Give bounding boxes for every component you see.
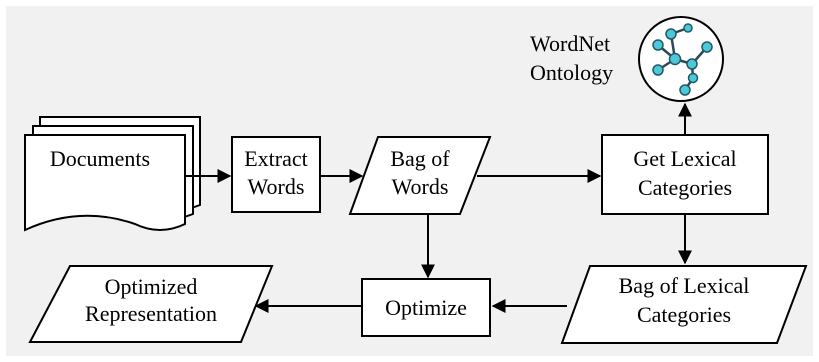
- bag-of-words-label-line-1: Bag of: [390, 146, 450, 171]
- get-lexical-categories-node: Get Lexical Categories: [601, 134, 769, 215]
- get-lexical-categories-label-line-1: Get Lexical: [633, 146, 736, 171]
- optimized-representation-shape: [28, 265, 274, 343]
- bag-of-words-label-line-2: Words: [392, 174, 449, 199]
- network-node: [683, 23, 693, 33]
- bag-of-words-node: Bag of Words: [348, 136, 492, 215]
- extract-words-node: Extract Words: [231, 136, 321, 213]
- wordnet-label-line-2: Ontology: [530, 60, 613, 85]
- network-node: [679, 84, 691, 96]
- bag-of-lexical-categories-shape: [560, 265, 808, 344]
- optimize-label: Optimize: [385, 295, 467, 320]
- optimized-representation-node: Optimized Representation: [28, 265, 274, 343]
- get-lexical-categories-box: [601, 134, 769, 215]
- documents-node: Documents: [24, 116, 201, 232]
- extract-words-label-line-2: Words: [248, 174, 305, 199]
- network-node: [668, 52, 682, 66]
- bag-of-lexical-categories-label-line-1: Bag of Lexical: [619, 273, 750, 298]
- network-node: [652, 64, 664, 76]
- network-node: [701, 41, 713, 53]
- network-node: [686, 58, 698, 70]
- optimized-representation-label-line-1: Optimized: [105, 274, 198, 299]
- document-sheet-front: [24, 134, 186, 232]
- flow-arrows: [186, 102, 692, 313]
- network-node: [687, 72, 699, 84]
- optimized-representation-label-line-2: Representation: [85, 301, 217, 326]
- optimize-box: [361, 278, 491, 337]
- wordnet-ontology-node: [638, 16, 724, 102]
- network-graph-icon: [652, 23, 713, 96]
- extract-words-box: [231, 136, 321, 213]
- network-node: [665, 28, 677, 40]
- wordnet-label-line-1: WordNet: [530, 31, 610, 56]
- optimize-node: Optimize: [361, 278, 491, 337]
- bag-of-lexical-categories-node: Bag of Lexical Categories: [560, 265, 808, 344]
- bag-of-lexical-categories-label-line-2: Categories: [637, 302, 731, 327]
- bag-of-words-shape: [348, 136, 492, 215]
- documents-label: Documents: [50, 146, 150, 171]
- get-lexical-categories-label-line-2: Categories: [638, 175, 732, 200]
- extract-words-label-line-1: Extract: [244, 146, 308, 171]
- network-node: [652, 39, 664, 51]
